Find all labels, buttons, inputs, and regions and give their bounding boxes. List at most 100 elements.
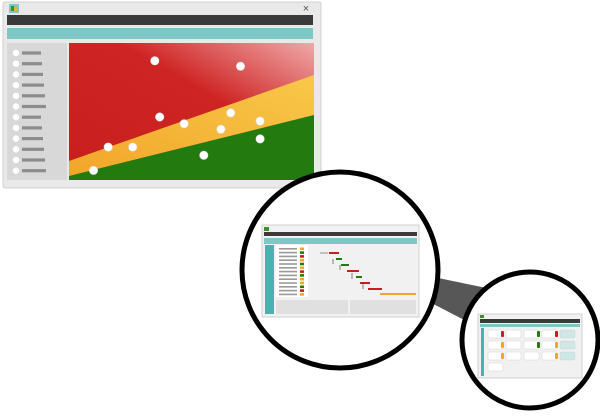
task-row-label	[279, 286, 297, 288]
sidebar-item-label	[22, 115, 41, 119]
sidebar-item[interactable]	[12, 156, 45, 164]
task-row-label	[279, 248, 297, 250]
sidebar-item-label	[22, 62, 42, 66]
zone-green	[69, 115, 314, 180]
sidebar-item[interactable]	[12, 103, 46, 110]
status-flag	[501, 353, 504, 359]
task-row-label	[279, 270, 297, 273]
sidebar-item-label	[22, 83, 44, 87]
status-flag	[501, 342, 504, 348]
status-card[interactable]	[523, 351, 540, 361]
sidebar-item-dot-icon	[12, 167, 20, 174]
status-card[interactable]	[541, 351, 558, 361]
status-card[interactable]	[505, 329, 522, 339]
zoom-circle-2	[459, 269, 600, 411]
sidebar-item[interactable]	[12, 49, 41, 57]
sidebar-item-dot-icon	[12, 124, 20, 132]
task-row-label	[279, 255, 297, 258]
status-card[interactable]	[559, 329, 576, 339]
data-point[interactable]	[226, 108, 236, 118]
sidebar-item-label	[22, 147, 44, 151]
data-point[interactable]	[255, 134, 265, 144]
status-card[interactable]	[559, 351, 576, 361]
sidebar-item-dot-icon	[12, 71, 20, 78]
status-card[interactable]	[487, 340, 504, 350]
sidebar-item-label	[22, 51, 41, 55]
status-flag	[555, 342, 558, 348]
task-row-label	[279, 259, 297, 261]
status-card[interactable]	[505, 340, 522, 350]
sidebar-item-dot-icon	[12, 60, 20, 67]
teal-sidebar-2	[481, 328, 484, 376]
status-flag	[555, 331, 558, 337]
task-row-status	[300, 281, 304, 285]
zoom-ring-2	[459, 269, 600, 411]
sidebar-item[interactable]	[12, 71, 43, 78]
task-row-status	[300, 255, 304, 258]
sidebar-item[interactable]	[12, 124, 42, 132]
data-point[interactable]	[236, 61, 246, 71]
status-card[interactable]	[487, 351, 504, 361]
data-point[interactable]	[216, 124, 226, 134]
data-point[interactable]	[103, 142, 113, 152]
task-row-status	[300, 258, 304, 262]
status-card[interactable]	[523, 329, 540, 339]
status-card[interactable]	[541, 329, 558, 339]
sidebar-item-dot-icon	[12, 114, 20, 121]
task-row-label	[279, 274, 297, 277]
status-flag	[501, 331, 504, 337]
task-row-label	[279, 263, 297, 265]
data-point[interactable]	[179, 119, 189, 129]
status-card[interactable]	[541, 340, 558, 350]
sidebar-item[interactable]	[12, 92, 45, 100]
task-row-status	[300, 262, 304, 266]
sidebar-item-dot-icon	[12, 135, 20, 142]
task-row-label	[279, 289, 297, 292]
close-icon[interactable]: ×	[303, 3, 309, 15]
sidebar-item[interactable]	[12, 135, 43, 142]
sidebar-item-label	[22, 94, 45, 98]
status-card[interactable]	[523, 340, 540, 350]
task-row-label	[279, 267, 297, 269]
app-logo-icon	[9, 4, 19, 13]
sidebar-item[interactable]	[12, 146, 44, 153]
data-point[interactable]	[150, 56, 160, 66]
data-point[interactable]	[128, 142, 138, 152]
sidebar-item-label	[22, 104, 46, 109]
sidebar-item-label	[22, 158, 45, 162]
main-window: ×	[2, 1, 322, 189]
status-card[interactable]	[487, 329, 504, 339]
status-card[interactable]	[505, 351, 522, 361]
data-point[interactable]	[89, 165, 99, 175]
data-point[interactable]	[155, 112, 165, 122]
task-row-label	[279, 282, 297, 284]
status-card[interactable]	[487, 362, 504, 372]
sidebar-item-label	[22, 72, 43, 76]
data-point[interactable]	[255, 116, 265, 126]
task-row-status	[300, 289, 304, 292]
sidebar-item-dot-icon	[12, 92, 20, 100]
zoomed-window-1	[261, 224, 420, 318]
sidebar-item-dot-icon	[12, 156, 20, 164]
sidebar-item-label	[22, 137, 43, 141]
task-row-status	[300, 277, 304, 281]
task-row-status	[300, 293, 304, 296]
sidebar-item[interactable]	[12, 167, 46, 174]
status-flag	[537, 342, 540, 348]
sidebar-item[interactable]	[12, 60, 42, 67]
task-row-label	[279, 278, 297, 280]
task-row-status	[300, 270, 304, 273]
title-bar	[7, 15, 313, 25]
task-row-status	[300, 251, 304, 254]
sidebar-item[interactable]	[12, 81, 44, 89]
status-card[interactable]	[559, 340, 576, 350]
task-row-status	[300, 247, 304, 251]
task-row-status	[300, 274, 304, 277]
sidebar-items	[12, 49, 46, 174]
sidebar-item[interactable]	[12, 114, 41, 121]
sidebar-item-dot-icon	[12, 146, 20, 153]
data-point[interactable]	[199, 150, 209, 160]
teal-sidebar	[265, 245, 274, 314]
